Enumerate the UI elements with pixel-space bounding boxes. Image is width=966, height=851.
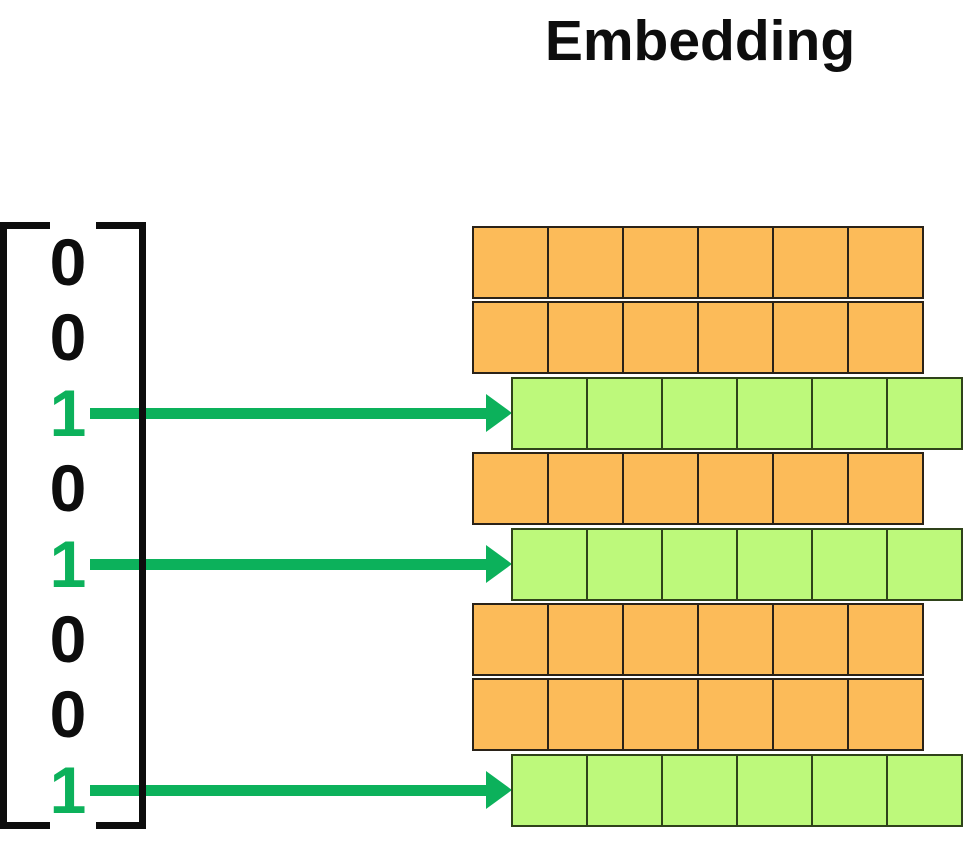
matrix-cell (624, 452, 699, 525)
lookup-arrow-line (90, 785, 488, 796)
matrix-cell (549, 301, 624, 374)
embedding-row (472, 678, 924, 751)
vector-value-zero: 0 (49, 602, 87, 676)
matrix-cell (549, 678, 624, 751)
matrix-cell (472, 226, 549, 299)
bracket-right (96, 222, 146, 829)
matrix-cell (663, 754, 738, 827)
matrix-cell (588, 377, 663, 450)
lookup-arrow-line (90, 408, 488, 419)
matrix-cell (699, 301, 774, 374)
matrix-cell (774, 301, 849, 374)
matrix-cell (738, 377, 813, 450)
bracket-left (0, 222, 50, 829)
arrow-right-icon (486, 771, 512, 809)
matrix-cell (624, 603, 699, 676)
matrix-cell (472, 452, 549, 525)
embedding-row (472, 226, 924, 299)
vector-value-one: 1 (49, 376, 87, 450)
matrix-cell (888, 754, 963, 827)
arrow-right-icon (486, 545, 512, 583)
matrix-cell (738, 754, 813, 827)
matrix-cell (624, 301, 699, 374)
matrix-cell (663, 377, 738, 450)
vector-value-zero: 0 (49, 451, 87, 525)
vector-value-zero: 0 (49, 677, 87, 751)
matrix-cell (813, 528, 888, 601)
matrix-cell (813, 377, 888, 450)
diagram-title: Embedding (544, 9, 856, 73)
embedding-row (472, 301, 924, 374)
matrix-cell (849, 226, 924, 299)
matrix-cell (624, 678, 699, 751)
matrix-cell (699, 603, 774, 676)
matrix-cell (472, 678, 549, 751)
matrix-cell (699, 226, 774, 299)
matrix-cell (774, 452, 849, 525)
matrix-cell (549, 452, 624, 525)
matrix-cell (849, 603, 924, 676)
matrix-cell (549, 603, 624, 676)
matrix-cell (888, 528, 963, 601)
matrix-cell (511, 528, 588, 601)
lookup-arrow-line (90, 559, 488, 570)
matrix-cell (511, 377, 588, 450)
embedding-row-selected (511, 528, 963, 601)
matrix-cell (699, 452, 774, 525)
embedding-row (472, 452, 924, 525)
matrix-cell (472, 603, 549, 676)
vector-value-one: 1 (49, 527, 87, 601)
matrix-cell (699, 678, 774, 751)
matrix-cell (849, 678, 924, 751)
matrix-cell (774, 603, 849, 676)
embedding-row-selected (511, 377, 963, 450)
matrix-cell (472, 301, 549, 374)
embedding-row-selected (511, 754, 963, 827)
matrix-cell (663, 528, 738, 601)
matrix-cell (849, 301, 924, 374)
matrix-cell (849, 452, 924, 525)
vector-value-zero: 0 (49, 225, 87, 299)
matrix-cell (624, 226, 699, 299)
matrix-cell (813, 754, 888, 827)
vector-value-zero: 0 (49, 300, 87, 374)
matrix-cell (888, 377, 963, 450)
arrow-right-icon (486, 394, 512, 432)
matrix-cell (549, 226, 624, 299)
vector-value-one: 1 (49, 753, 87, 827)
matrix-cell (738, 528, 813, 601)
matrix-cell (774, 678, 849, 751)
matrix-cell (774, 226, 849, 299)
embedding-row (472, 603, 924, 676)
matrix-cell (511, 754, 588, 827)
matrix-cell (588, 754, 663, 827)
matrix-cell (588, 528, 663, 601)
